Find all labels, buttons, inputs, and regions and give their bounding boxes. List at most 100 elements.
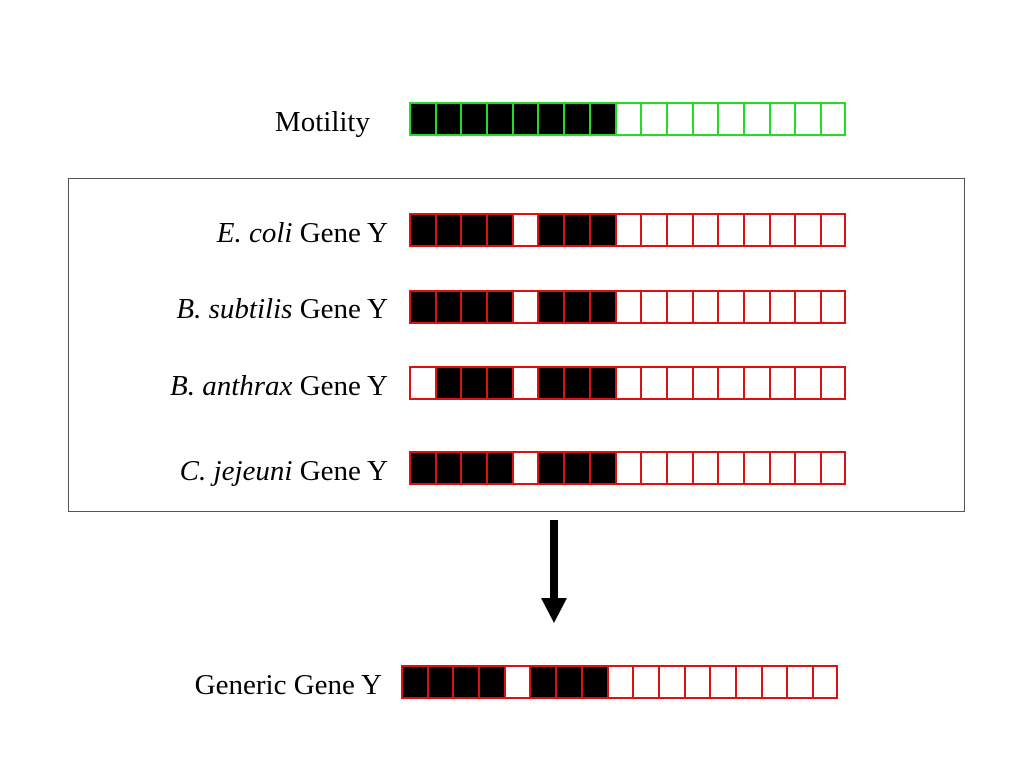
- empty-segment: [717, 290, 743, 324]
- empty-segment: [717, 451, 743, 485]
- filled-segment: [409, 213, 435, 247]
- empty-segment: [691, 451, 718, 485]
- filled-segment: [409, 451, 435, 485]
- filled-segment: [460, 213, 487, 247]
- motility-label: Motility: [274, 106, 370, 138]
- gene-label-c-jejeuni: C. jejeuni Gene Y: [180, 453, 388, 489]
- filled-segment: [529, 665, 556, 699]
- generic-gene-bar: [401, 665, 838, 699]
- empty-segment: [717, 102, 743, 136]
- empty-segment: [709, 665, 735, 699]
- arrow-shaft: [550, 520, 558, 600]
- empty-segment: [734, 665, 761, 699]
- filled-segment: [537, 366, 564, 400]
- empty-segment: [742, 290, 769, 324]
- empty-segment: [768, 290, 795, 324]
- filled-segment: [511, 102, 538, 136]
- empty-segment: [640, 451, 666, 485]
- species-name: E. coli: [216, 217, 293, 249]
- species-name: B. subtilis: [176, 293, 293, 325]
- filled-segment: [434, 213, 461, 247]
- empty-segment: [768, 213, 795, 247]
- empty-segment: [503, 665, 530, 699]
- empty-segment: [632, 665, 658, 699]
- empty-segment: [511, 451, 538, 485]
- empty-segment: [511, 290, 538, 324]
- filled-segment: [588, 451, 615, 485]
- empty-segment: [640, 366, 666, 400]
- filled-segment: [555, 665, 581, 699]
- empty-segment: [820, 290, 846, 324]
- gene-bar-b-anthrax: [409, 366, 846, 400]
- empty-segment: [691, 213, 718, 247]
- empty-segment: [614, 102, 641, 136]
- empty-segment: [742, 366, 769, 400]
- filled-segment: [563, 366, 589, 400]
- empty-segment: [691, 290, 718, 324]
- empty-segment: [657, 665, 684, 699]
- empty-segment: [511, 213, 538, 247]
- filled-segment: [563, 213, 589, 247]
- filled-segment: [434, 102, 461, 136]
- filled-segment: [563, 451, 589, 485]
- homolog-panel: [68, 178, 965, 512]
- filled-segment: [409, 290, 435, 324]
- filled-segment: [486, 102, 512, 136]
- filled-segment: [537, 451, 564, 485]
- empty-segment: [794, 366, 820, 400]
- empty-segment: [683, 665, 710, 699]
- empty-segment: [511, 366, 538, 400]
- empty-segment: [665, 451, 692, 485]
- filled-segment: [460, 290, 487, 324]
- filled-segment: [460, 366, 487, 400]
- filled-segment: [563, 290, 589, 324]
- empty-segment: [794, 451, 820, 485]
- gene-bar-e-coli: [409, 213, 846, 247]
- empty-segment: [640, 102, 666, 136]
- empty-segment: [665, 366, 692, 400]
- filled-segment: [580, 665, 607, 699]
- filled-segment: [588, 366, 615, 400]
- filled-segment: [486, 366, 512, 400]
- filled-segment: [563, 102, 589, 136]
- filled-segment: [426, 665, 453, 699]
- filled-segment: [401, 665, 427, 699]
- empty-segment: [786, 665, 812, 699]
- empty-segment: [794, 290, 820, 324]
- filled-segment: [486, 451, 512, 485]
- filled-segment: [434, 290, 461, 324]
- empty-segment: [820, 451, 846, 485]
- empty-segment: [665, 290, 692, 324]
- filled-segment: [452, 665, 479, 699]
- empty-segment: [742, 213, 769, 247]
- gene-label-b-anthrax: B. anthrax Gene Y: [170, 368, 388, 404]
- empty-segment: [614, 213, 641, 247]
- filled-segment: [588, 290, 615, 324]
- empty-segment: [760, 665, 787, 699]
- generic-gene-label: Generic Gene Y: [194, 669, 382, 701]
- empty-segment: [640, 213, 666, 247]
- filled-segment: [409, 102, 435, 136]
- motility-bar: [409, 102, 846, 136]
- gene-label-b-subtilis: B. subtilis Gene Y: [176, 291, 388, 327]
- filled-segment: [478, 665, 504, 699]
- filled-segment: [486, 213, 512, 247]
- filled-segment: [537, 213, 564, 247]
- empty-segment: [640, 290, 666, 324]
- empty-segment: [812, 665, 838, 699]
- empty-segment: [606, 665, 633, 699]
- empty-segment: [820, 213, 846, 247]
- arrow-head: [541, 598, 567, 623]
- empty-segment: [820, 366, 846, 400]
- empty-segment: [614, 451, 641, 485]
- empty-segment: [665, 102, 692, 136]
- gene-bar-b-subtilis: [409, 290, 846, 324]
- empty-segment: [794, 213, 820, 247]
- filled-segment: [588, 102, 615, 136]
- empty-segment: [717, 366, 743, 400]
- empty-segment: [742, 451, 769, 485]
- species-name: C. jejeuni: [179, 455, 293, 487]
- species-name: B. anthrax: [170, 370, 293, 402]
- empty-segment: [691, 366, 718, 400]
- filled-segment: [537, 290, 564, 324]
